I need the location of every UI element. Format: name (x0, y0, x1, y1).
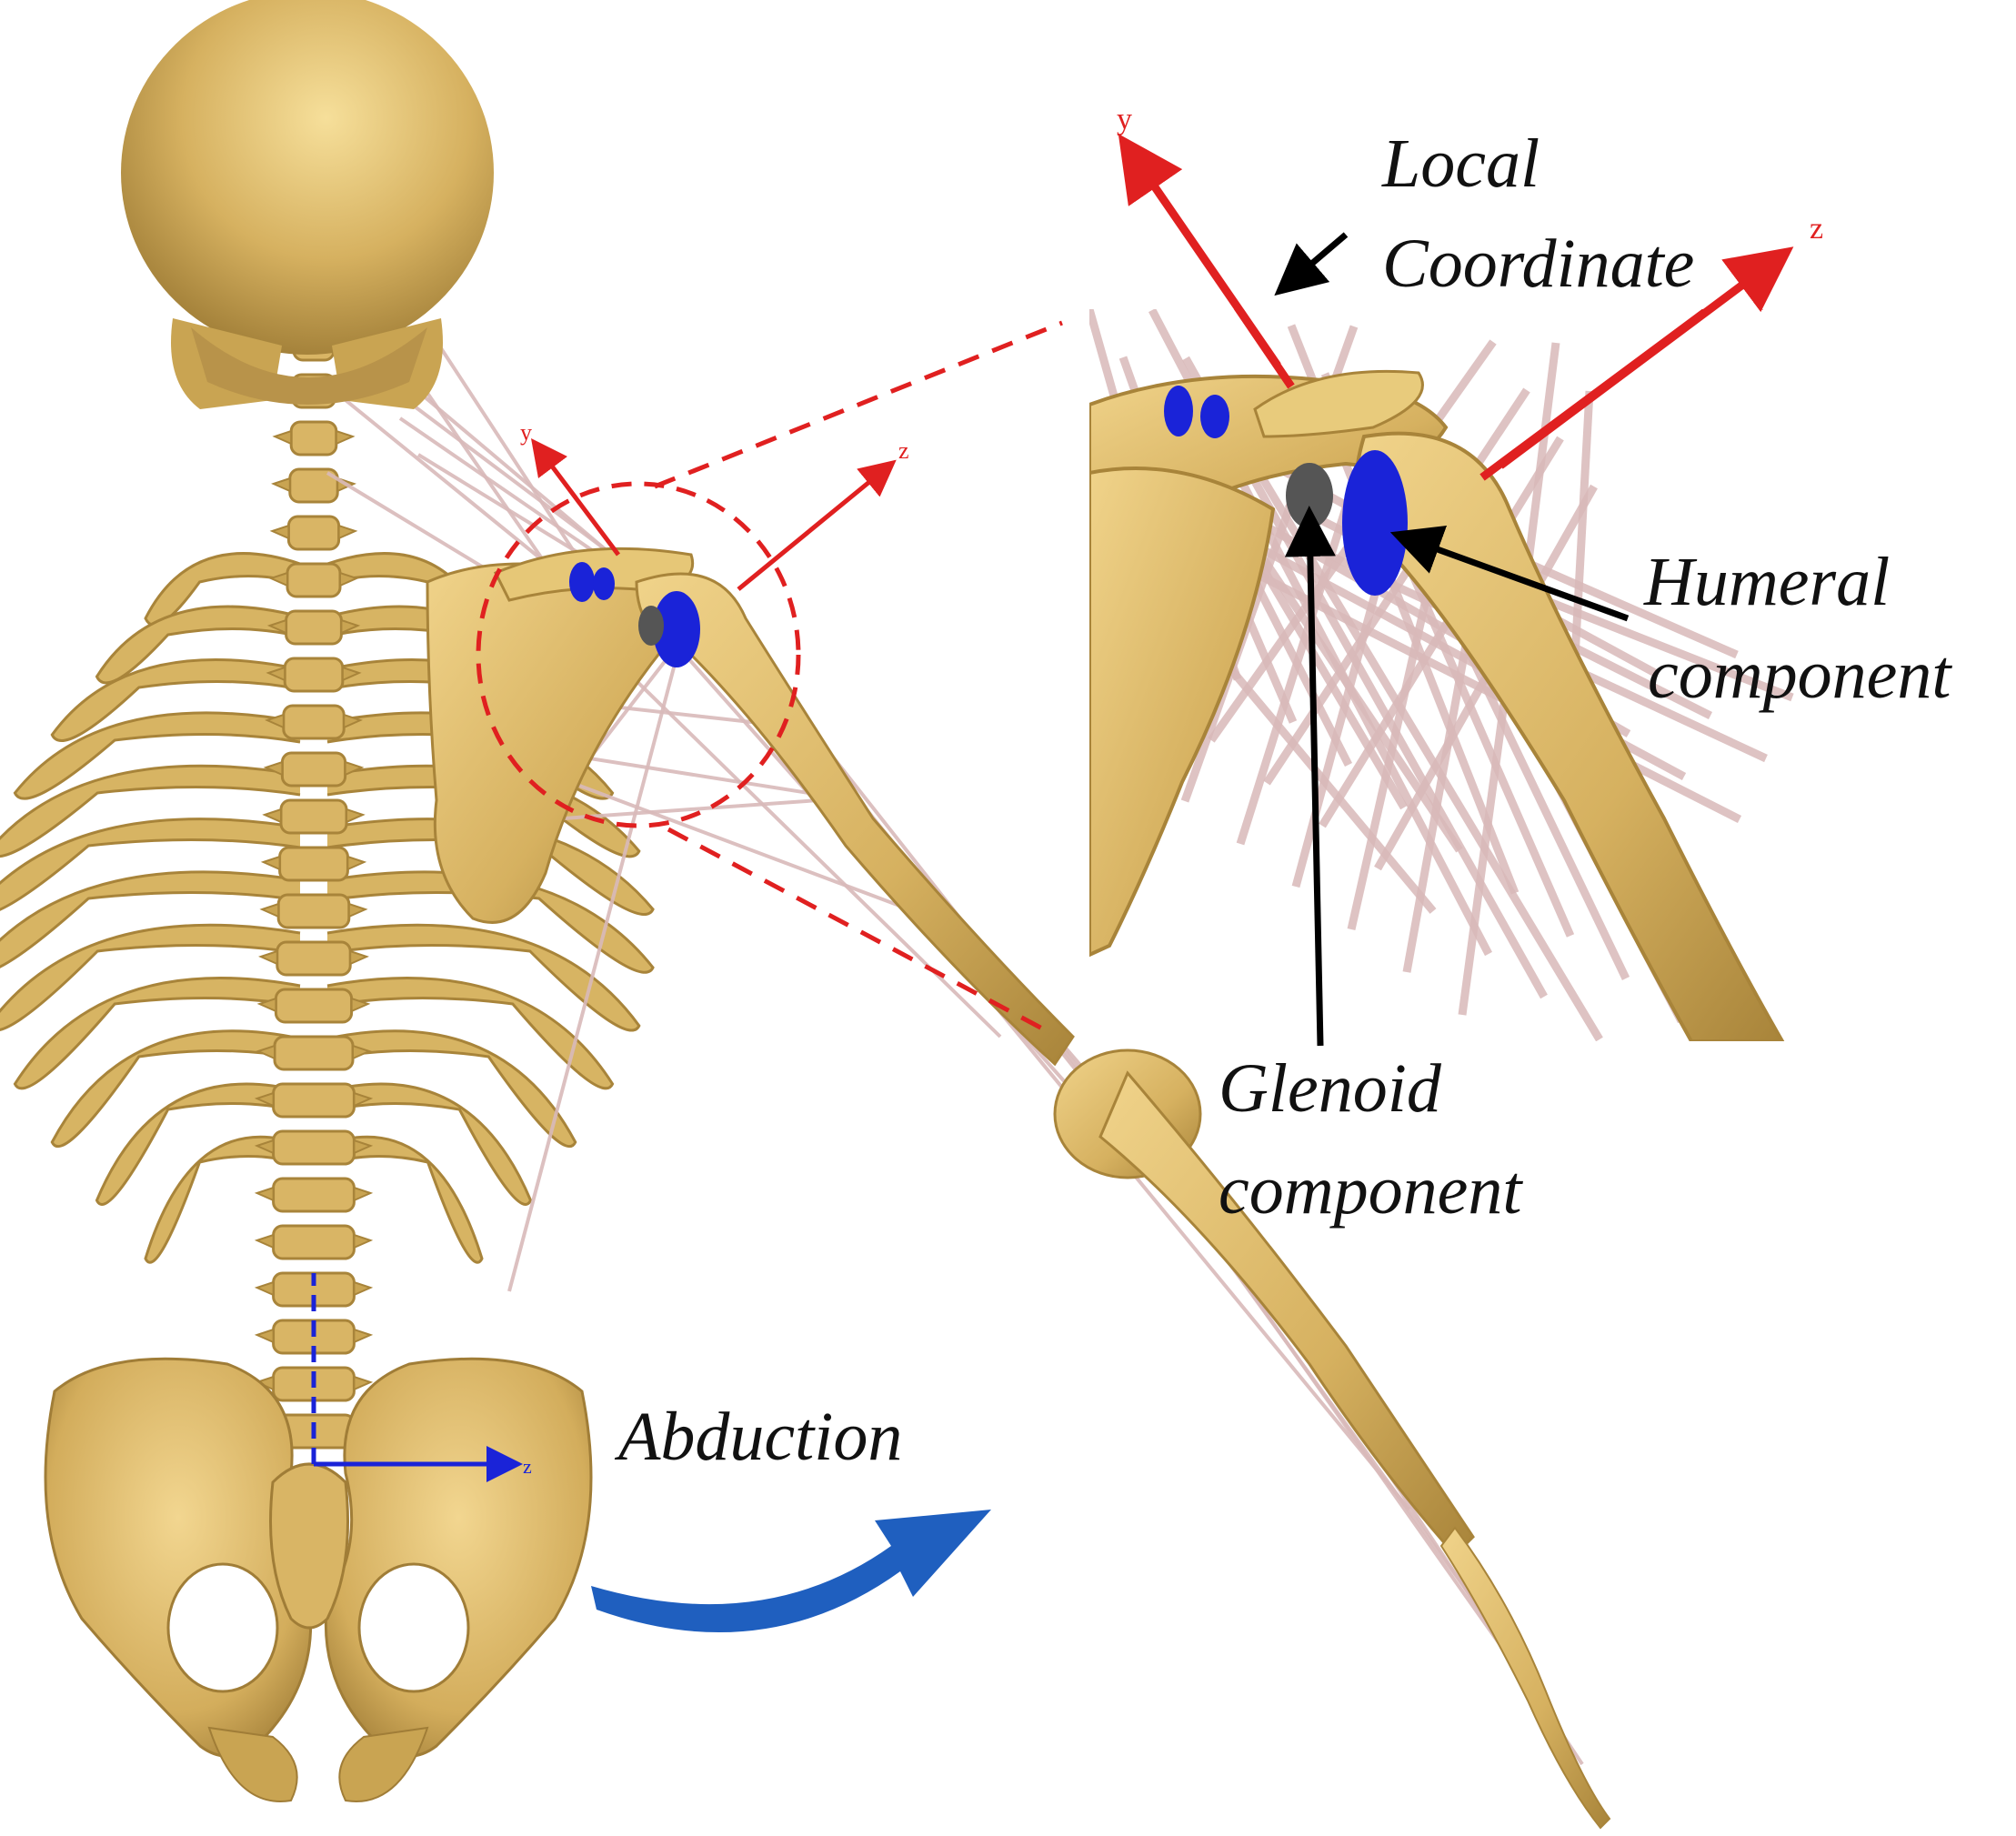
vertebra (278, 846, 349, 882)
vertebra-process (254, 1280, 374, 1297)
implant-main (569, 562, 700, 667)
rib (0, 923, 301, 1031)
inset-muscle-line (1216, 404, 1603, 1041)
vertebra-process (259, 902, 368, 918)
vertebra (280, 751, 347, 788)
abduction-label: Abduction (618, 1399, 903, 1475)
muscle-line (426, 326, 584, 566)
shoulder-z-label: z (898, 437, 909, 464)
vertebra-process (254, 1186, 374, 1202)
vertebra-process (258, 949, 369, 966)
abduction-arrow-icon (591, 1510, 991, 1633)
vertebra (285, 609, 343, 646)
zoom-circle (476, 481, 801, 828)
inset-muscle-line (1569, 390, 1594, 692)
vertebra-process (271, 477, 356, 493)
humeral-component-label-2: component (1648, 637, 1951, 713)
vertebra (283, 657, 345, 693)
inset-coordinate-axes: y z (1117, 103, 1823, 469)
vertebra (289, 420, 338, 456)
humerus (635, 572, 1075, 1067)
vertebra-process (265, 713, 363, 729)
glenoid-component-label-2: component (1219, 1152, 1522, 1229)
rib (13, 977, 301, 1090)
vertebra (286, 562, 342, 598)
inset-muscle-line (1179, 531, 1742, 824)
skull (121, 0, 494, 409)
rib (0, 870, 301, 968)
rib (0, 818, 301, 911)
rib (13, 711, 301, 800)
vertebra (273, 1035, 355, 1071)
vertebra (279, 798, 348, 835)
vertebra-process (269, 524, 358, 540)
vertebra-process (268, 571, 359, 587)
vertebra-process (260, 855, 367, 871)
rib (326, 977, 615, 1090)
muscle-line (507, 636, 684, 1292)
pelvis (44, 1357, 593, 1802)
rib (50, 658, 301, 742)
vertebra (272, 1224, 356, 1260)
inset-z-label: z (1810, 212, 1823, 246)
vertebra-process (262, 808, 366, 824)
local-coordinate-label: Local (1382, 125, 1540, 202)
vertebra-process (266, 618, 361, 635)
vertebra-process (254, 1328, 374, 1344)
hand (1439, 1526, 1611, 1830)
skeleton: z y z (0, 0, 1611, 1830)
vertebra-process (263, 760, 365, 777)
shoulder-y-label: y (520, 419, 532, 446)
rib (326, 923, 641, 1032)
vertebra-process (254, 1139, 374, 1155)
vertebra-process (272, 429, 356, 446)
pelvis-coordinate-axes: z (311, 1273, 532, 1482)
spine (254, 326, 374, 1450)
vertebra (276, 940, 352, 977)
vertebra (276, 893, 351, 929)
glenoid-component-label: Glenoid (1219, 1050, 1441, 1127)
pelvis-z-label: z (523, 1455, 532, 1478)
muscle-line (563, 798, 819, 820)
vertebra (274, 988, 354, 1024)
vertebra (272, 1177, 356, 1213)
zoom-connectors (654, 320, 1063, 1032)
inset-zoom-panel (1089, 309, 1820, 1041)
local-coordinate-label-2: Coordinate (1382, 226, 1695, 302)
shoulder-coordinate-axes: y z (520, 419, 909, 591)
rib (95, 605, 301, 685)
vertebra-process (266, 666, 362, 682)
inset-y-label: y (1117, 103, 1132, 136)
forearm (1098, 1070, 1475, 1558)
vertebra-process (254, 1233, 374, 1249)
inset-muscle-line (1319, 436, 1564, 828)
vertebra (272, 1129, 356, 1166)
vertebra (272, 1082, 356, 1119)
vertebra (282, 704, 346, 740)
vertebra (286, 515, 341, 551)
rib (0, 764, 301, 858)
vertebra-process (256, 997, 371, 1013)
annotation-arrows (1274, 232, 1630, 1047)
humeral-component-label: Humeral (1644, 544, 1891, 620)
vertebra-process (256, 1044, 372, 1060)
vertebra-process (254, 1091, 374, 1108)
